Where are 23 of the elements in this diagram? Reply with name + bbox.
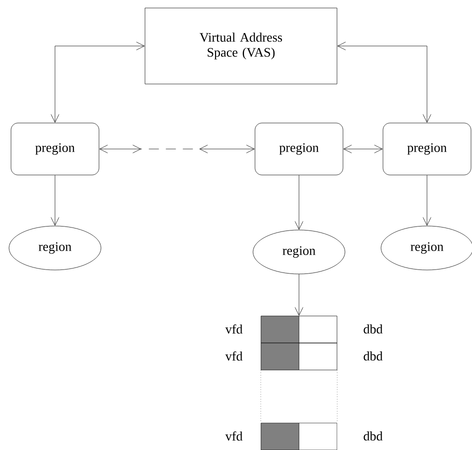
row-label: dbd: [364, 431, 383, 441]
arrow: [337, 42, 432, 123]
row-label: vfd: [225, 431, 242, 441]
row-label: dbd: [364, 324, 383, 334]
arrow: [422, 175, 432, 226]
pregion-box: pregion: [10, 122, 100, 176]
pregion-box: pregion: [254, 122, 344, 176]
table-row: [260, 422, 338, 450]
row-label: vfd: [225, 351, 242, 361]
arrow: [294, 175, 304, 230]
arrow: [50, 42, 145, 123]
arrow: [99, 144, 255, 154]
row-label: vfd: [225, 324, 242, 334]
table-row: [260, 342, 338, 370]
address-space-box: Virtual Address Space (VAS): [144, 8, 338, 84]
arrow: [294, 274, 304, 316]
arrow: [50, 175, 60, 226]
row-label: dbd: [364, 351, 383, 361]
pregion-box: pregion: [382, 122, 472, 176]
dotted-line: [337, 370, 338, 423]
dotted-line: [260, 370, 261, 423]
arrow: [343, 144, 383, 154]
table-row: [260, 316, 338, 344]
